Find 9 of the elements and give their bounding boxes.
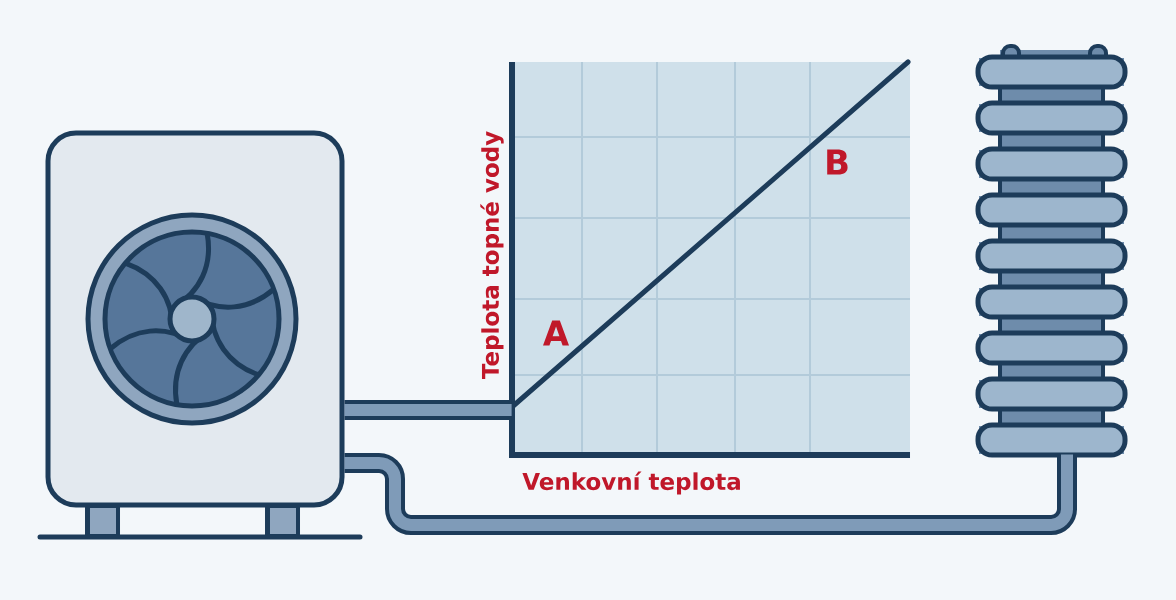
point-label: A [543,320,569,346]
pipe [344,453,1077,535]
axis-title: Venkovní teplota [522,471,740,495]
pipe [344,400,512,420]
radiator-drawing [975,44,1128,458]
heat-pump-drawing [37,130,363,540]
point-label: B [827,149,848,175]
line-chart-drawing [509,59,911,458]
axis-title: Teplota topné vody [480,131,504,380]
